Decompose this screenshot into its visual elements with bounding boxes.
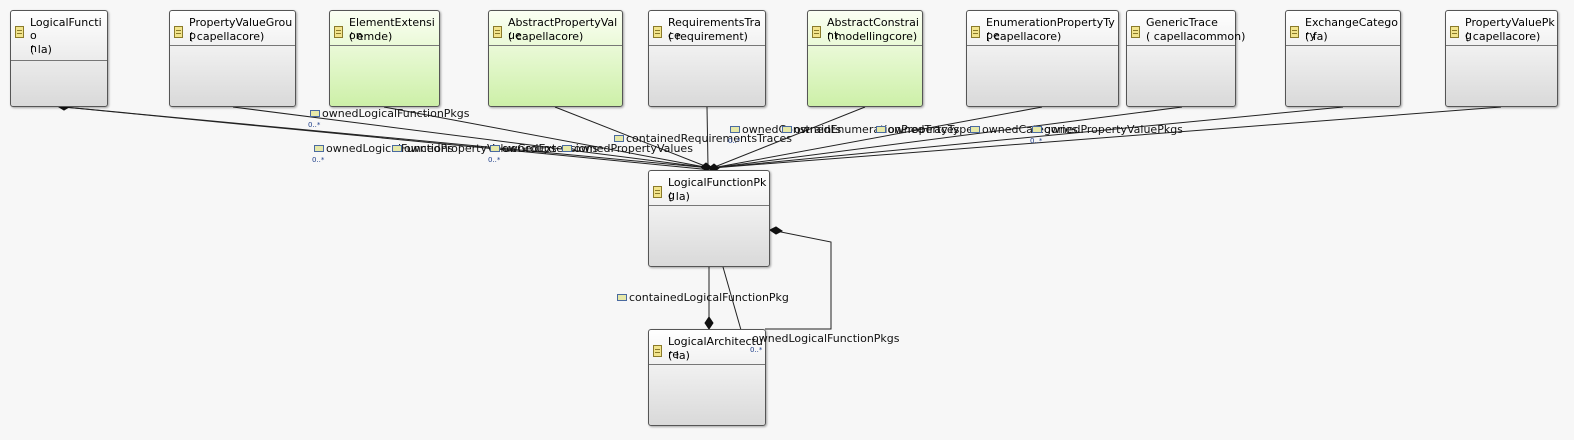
class-package: ( la) (668, 349, 690, 362)
class-abstract-property-value[interactable]: AbstractPropertyValue ( capellacore) (488, 10, 623, 107)
class-package: ( capellacore) (986, 30, 1062, 43)
edge-label[interactable]: ownedPropertyValues (562, 143, 693, 155)
multiplicity: 0..* (308, 121, 321, 129)
reference-icon (782, 125, 792, 133)
edge-owned-constraints (711, 106, 866, 169)
edge-owned-categories (711, 106, 1344, 169)
class-package: ( capellacore) (508, 30, 584, 43)
composition-diamond (704, 316, 714, 330)
edge-owned-property-value-pkgs (711, 106, 1502, 169)
reference-icon (310, 109, 320, 117)
class-name: LogicalFunctionPkg (668, 176, 767, 202)
multiplicity: 0..* (1030, 137, 1043, 145)
class-icon (812, 26, 821, 38)
class-package: ( emde) (349, 30, 393, 43)
class-icon (1131, 26, 1140, 38)
edge-owned-enumeration-property-types (711, 106, 1043, 169)
class-element-extension[interactable]: ElementExtension ( emde) (329, 10, 440, 107)
multiplicity: 0..* (312, 156, 325, 164)
class-property-value-pkg[interactable]: PropertyValuePkg ( capellacore) (1445, 10, 1558, 107)
class-icon (1450, 26, 1459, 38)
edge-label[interactable]: ownedTraces (876, 124, 959, 136)
class-package: ( capellacommon) (1146, 30, 1246, 43)
class-package: ( requirement) (668, 30, 748, 43)
class-icon (1290, 26, 1299, 38)
reference-icon (490, 144, 500, 152)
class-icon (653, 345, 662, 357)
class-package: ( modellingcore) (827, 30, 918, 43)
reference-icon (562, 144, 572, 152)
class-logical-function-pkg[interactable]: LogicalFunctionPkg ( la) (648, 170, 770, 267)
edge-owned-logical-function-pkgs-top (63, 106, 713, 171)
class-logical-function[interactable]: LogicalFunctio n ( la) (10, 10, 108, 107)
edge-contained-requirements-traces (706, 106, 709, 167)
edge-owned-extensions (383, 106, 711, 169)
class-package: ( la) (30, 43, 52, 56)
edge-label[interactable]: ownedEnumerationPropertyTypes (782, 124, 979, 136)
reference-icon (1032, 125, 1042, 133)
class-name: EnumerationPropertyType (986, 16, 1115, 42)
class-name: AbstractConstraint (827, 16, 919, 42)
class-name: RequirementsTrace (668, 16, 761, 42)
edge-label[interactable]: ownedPropertyValuePkgs 0..* (1030, 123, 1183, 146)
class-package: ( la) (668, 190, 690, 203)
class-name: LogicalArchitecture (668, 335, 763, 361)
class-name: ExchangeCategory (1305, 16, 1398, 42)
edge-owned-traces (711, 106, 1183, 169)
class-package: ( fa) (1305, 30, 1328, 43)
edge-label[interactable]: ownedLogicalFunctionPkgs 0..* (308, 107, 470, 130)
reference-icon (314, 144, 324, 152)
class-package: ( capellacore) (189, 30, 265, 43)
edge-owned-property-value-groups (232, 106, 711, 169)
edge-label[interactable]: ownedLogicalFunctionPkgs 0..* (750, 332, 900, 355)
class-name: LogicalFunctio n (30, 16, 102, 55)
class-icon (653, 186, 662, 198)
edge-label[interactable]: ownedPropertyValueGroups (392, 143, 556, 155)
class-property-value-group[interactable]: PropertyValueGroup ( capellacore) (169, 10, 296, 107)
class-enumeration-property-type[interactable]: EnumerationPropertyType ( capellacore) (966, 10, 1119, 107)
class-name: PropertyValuePkg (1465, 16, 1555, 42)
class-icon (15, 26, 24, 38)
class-name: ElementExtension (349, 16, 435, 42)
class-logical-architecture[interactable]: LogicalArchitecture ( la) (648, 329, 766, 426)
reference-icon (730, 125, 740, 133)
reference-icon (970, 125, 980, 133)
reference-icon (614, 134, 624, 142)
class-package: ( capellacore) (1465, 30, 1541, 43)
edge-owned-logical-function-pkgs-self-b (765, 230, 832, 330)
class-icon (174, 26, 183, 38)
class-generic-trace[interactable]: GenericTrace ( capellacommon) (1126, 10, 1245, 107)
class-name: GenericTrace (1146, 16, 1218, 29)
reference-icon (876, 125, 886, 133)
class-requirements-trace[interactable]: RequirementsTrace ( requirement) (648, 10, 766, 107)
multiplicity: 0..* (728, 137, 741, 145)
edge-label[interactable]: ownedCategories (970, 124, 1078, 136)
edge-label[interactable]: ownedLogicalFunctions 0..* (312, 142, 454, 165)
multiplicity: 0..* (750, 346, 763, 354)
class-icon (971, 26, 980, 38)
edge-label[interactable]: ownedExtensions 0..* (488, 142, 599, 165)
class-exchange-category[interactable]: ExchangeCategory ( fa) (1285, 10, 1401, 107)
reference-icon (392, 144, 402, 152)
edge-label[interactable]: containedRequirementsTraces (614, 133, 792, 145)
class-icon (493, 26, 502, 38)
class-icon (334, 26, 343, 38)
class-name: PropertyValueGroup (189, 16, 293, 42)
multiplicity: 0..* (488, 156, 501, 164)
edge-label[interactable]: containedLogicalFunctionPkg (617, 292, 789, 304)
edge-owned-property-values (554, 106, 711, 169)
class-name: AbstractPropertyValue (508, 16, 618, 42)
edge-owned-logical-function-pkgs-self-a (722, 266, 742, 331)
composition-diamond (769, 226, 783, 235)
reference-icon (617, 293, 627, 301)
class-icon (653, 26, 662, 38)
class-abstract-constraint[interactable]: AbstractConstraint ( modellingcore) (807, 10, 923, 107)
